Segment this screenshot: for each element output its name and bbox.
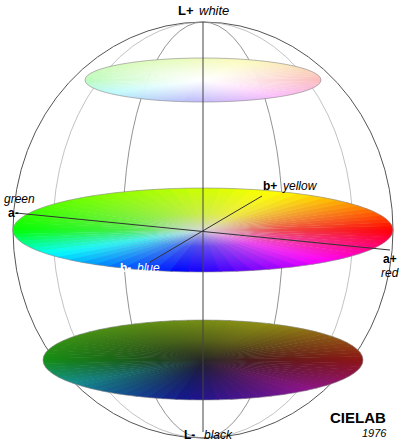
axis-color: white — [199, 4, 229, 17]
axis-name: L+ — [178, 4, 194, 17]
axis-color: blue — [137, 262, 160, 274]
axis-color: green — [4, 193, 35, 205]
b-axis — [150, 196, 262, 262]
axis-name: L- — [184, 429, 195, 441]
a-axis — [16, 213, 390, 250]
axis-color: black — [204, 429, 232, 441]
axis-name: b- — [120, 262, 131, 274]
model-name: CIELAB — [330, 410, 386, 425]
axis-name: b+ — [263, 180, 277, 192]
axis-name: a- — [8, 207, 19, 219]
sphere-outline — [13, 22, 393, 438]
axis-name: a+ — [383, 253, 397, 265]
l-axis — [203, 22, 204, 432]
axis-color: red — [381, 267, 398, 279]
axis-color: yellow — [283, 180, 316, 192]
model-year: 1976 — [362, 428, 386, 439]
